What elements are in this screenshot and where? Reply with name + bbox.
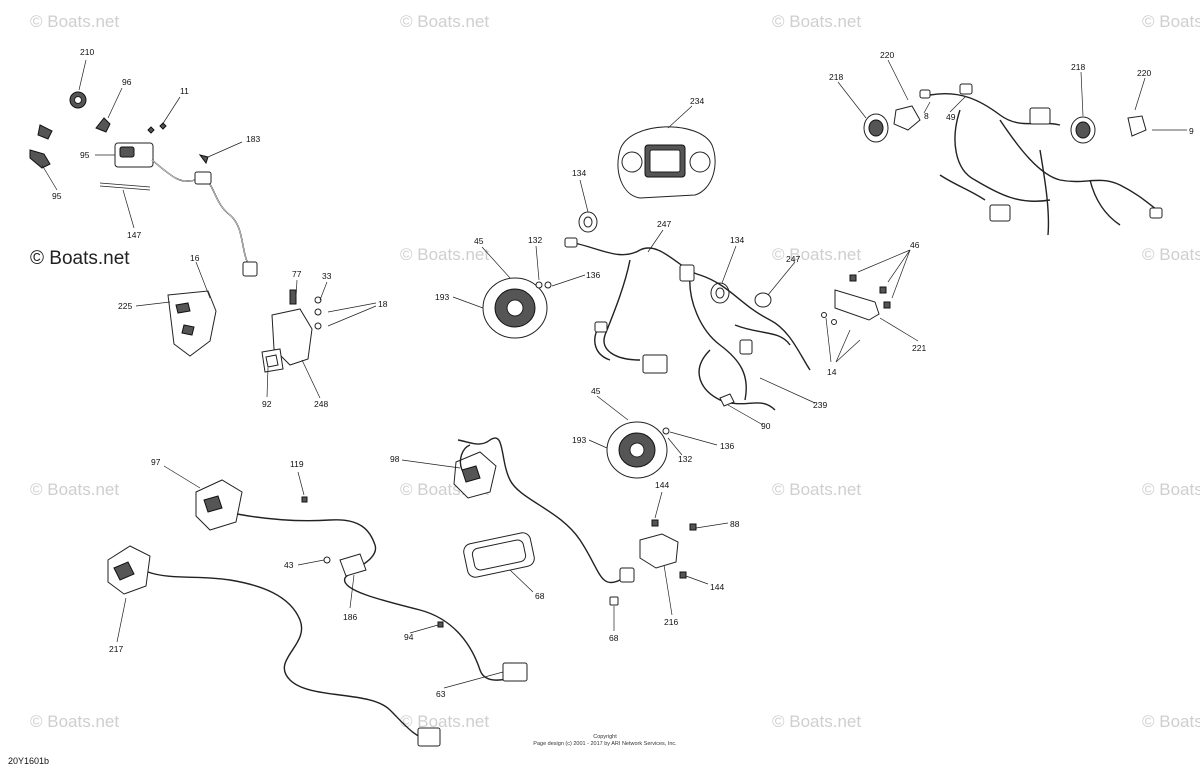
callout: 186: [343, 612, 357, 622]
callout: 136: [720, 441, 734, 451]
callout: 144: [655, 480, 669, 490]
footer: Copyright Page design (c) 2001 - 2017 by…: [505, 734, 705, 748]
document-code: 20Y1601b: [8, 756, 50, 766]
callout: 247: [657, 219, 671, 229]
watermark: © Boats.net: [1142, 12, 1200, 31]
leader-lines: [41, 59, 1187, 689]
callout: 221: [912, 343, 926, 353]
callout: 46: [910, 240, 920, 250]
callout: 218: [829, 72, 843, 82]
callout: 193: [572, 435, 586, 445]
callout: 225: [118, 301, 132, 311]
watermark: © Boats.net: [1142, 712, 1200, 731]
main-wiring-harness: [564, 237, 811, 411]
callout: 119: [290, 459, 304, 469]
callout: 49: [946, 112, 956, 122]
callout: 216: [664, 617, 678, 627]
callout: 33: [322, 271, 332, 281]
watermark-strong: © Boats.net: [30, 248, 130, 269]
callout: 217: [109, 644, 123, 654]
callout: 144: [710, 582, 724, 592]
callout: 210: [80, 47, 94, 57]
callout: 95: [52, 191, 62, 201]
callout: 134: [730, 235, 744, 245]
callout: 16: [190, 253, 200, 263]
watermark: © Boats.net: [772, 245, 862, 264]
callout: 248: [314, 399, 328, 409]
callout: 45: [474, 236, 484, 246]
callout: 14: [827, 367, 837, 377]
callout: 193: [435, 292, 449, 302]
callout: 183: [246, 134, 260, 144]
footer-page-design: Page design (c) 2001 - 2017 by ARI Netwo…: [533, 741, 677, 747]
callout: 90: [761, 421, 771, 431]
footer-copyright: Copyright: [593, 734, 617, 740]
watermark: © Boats.net: [772, 712, 862, 731]
callout: 18: [378, 299, 388, 309]
callout: 9: [1189, 126, 1194, 136]
callout: 43: [284, 560, 294, 570]
callout: 247: [786, 254, 800, 264]
watermark: © Boats.net: [1142, 480, 1200, 499]
watermark: © Boats.net: [400, 245, 490, 264]
callout: 147: [127, 230, 141, 240]
watermark: © Boats.net: [400, 12, 490, 31]
callout: 239: [813, 400, 827, 410]
bracket-assembly: [167, 289, 322, 373]
key-switch-assembly: [29, 91, 258, 277]
callout: 234: [690, 96, 704, 106]
callout: 63: [436, 689, 446, 699]
watermark: © Boats.net: [30, 12, 120, 31]
watermark: © Boats.net: [30, 480, 120, 499]
callout: 68: [609, 633, 619, 643]
watermark: © Boats.net: [772, 12, 862, 31]
callout: 98: [390, 454, 400, 464]
callout: 95: [80, 150, 90, 160]
callout: 132: [678, 454, 692, 464]
callout: 88: [730, 519, 740, 529]
callout: 220: [880, 50, 894, 60]
watermark: © Boats.net: [400, 712, 490, 731]
callout: 97: [151, 457, 161, 467]
callout: 45: [591, 386, 601, 396]
callout: 134: [572, 168, 586, 178]
callout: 8: [924, 111, 929, 121]
watermark: © Boats.net: [30, 712, 120, 731]
watermark: © Boats.net: [772, 480, 862, 499]
callout: 96: [122, 77, 132, 87]
callout: 220: [1137, 68, 1151, 78]
callout: 132: [528, 235, 542, 245]
callout: 68: [535, 591, 545, 601]
upper-speaker: [482, 277, 548, 339]
watermark: © Boats.net: [1142, 245, 1200, 264]
lower-controls: [107, 437, 697, 747]
callout-labels: 210 96 11 95 183 95 147 16 225 77 33 18 …: [52, 47, 1194, 699]
callout: 11: [180, 86, 189, 96]
callout: 94: [404, 632, 414, 642]
lower-speaker: [606, 421, 670, 479]
callout: 218: [1071, 62, 1085, 72]
relay-bracket: [821, 274, 891, 325]
gauge-cluster: [617, 126, 716, 199]
callout: 136: [586, 270, 600, 280]
callout: 92: [262, 399, 272, 409]
callout: 77: [292, 269, 302, 279]
accessory-gauges-harness: [863, 83, 1163, 236]
